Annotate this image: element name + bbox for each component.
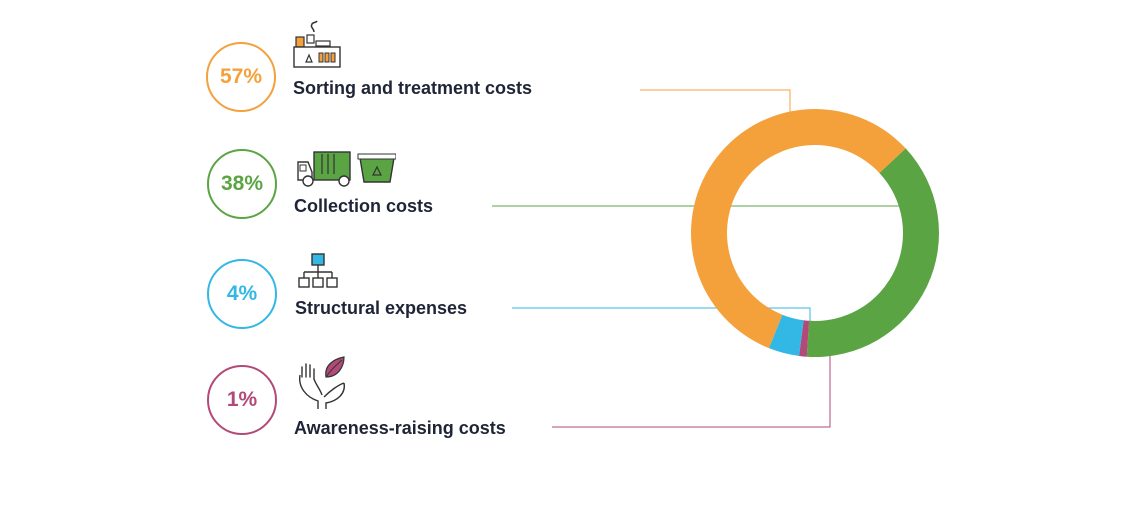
connector-line-sorting (640, 89, 791, 112)
org-chart-icon (298, 253, 338, 288)
percentage-badge-collection: 38% (207, 149, 277, 219)
hands-leaf-icon (299, 356, 345, 409)
donut-slice-collection (806, 148, 939, 357)
connector-line-awareness (552, 356, 831, 428)
category-label-awareness: Awareness-raising costs (294, 418, 506, 438)
category-label-structural: Structural expenses (295, 298, 468, 318)
percentage-badge-awareness: 1% (207, 365, 277, 435)
percentage-badge-sorting: 57% (206, 42, 276, 112)
donut-slice-sorting (690, 109, 906, 349)
category-label-sorting: Sorting and treatment costs (293, 78, 533, 98)
percentage-badge-structural: 4% (207, 259, 277, 329)
collection-truck-icon (297, 151, 396, 187)
donut-slice-structural (768, 314, 804, 356)
connector-line-structural (512, 307, 811, 324)
sorting-facility-icon (293, 20, 341, 68)
category-label-collection: Collection costs (294, 196, 434, 216)
donut-slice-awareness (799, 320, 810, 357)
